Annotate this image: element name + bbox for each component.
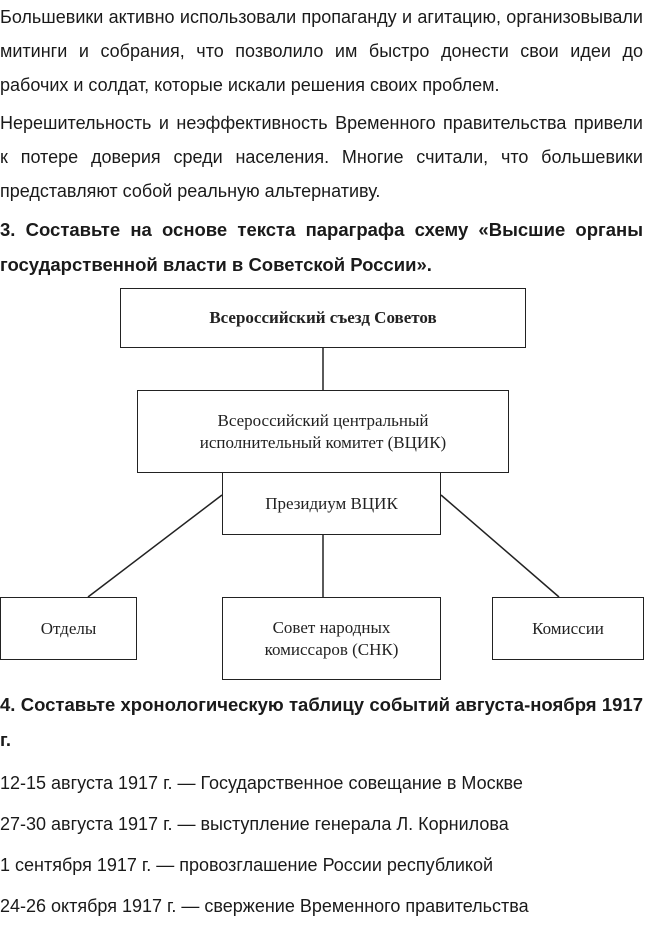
box-congress-of-soviets: Всероссийский съезд Советов bbox=[120, 288, 526, 348]
government-scheme-diagram: Всероссийский съезд Советов Всероссийски… bbox=[0, 288, 645, 683]
event-item: 24-26 октября 1917 г. — свержение Времен… bbox=[0, 896, 529, 916]
box-commissions: Комиссии bbox=[492, 597, 644, 660]
task-4-heading: 4. Составьте хронологическую таблицу соб… bbox=[0, 694, 643, 750]
connector-presidium-departments bbox=[87, 494, 223, 598]
connector-presidium-commissions bbox=[440, 494, 560, 598]
paragraph-provisional-government: Нерешительность и неэффективность Времен… bbox=[0, 113, 643, 201]
events-list: 12-15 августа 1917 г. — Государственное … bbox=[0, 763, 643, 927]
box-presidium: Президиум ВЦИК bbox=[222, 472, 441, 535]
diagram-connectors bbox=[87, 348, 560, 598]
task-3-heading: 3. Составьте на основе текста параграфа … bbox=[0, 219, 643, 275]
event-item: 27-30 августа 1917 г. — выступление гене… bbox=[0, 814, 509, 834]
event-item: 1 сентября 1917 г. — провозглашение Росс… bbox=[0, 855, 494, 875]
box-vtsik: Всероссийский центральный исполнительный… bbox=[137, 390, 509, 473]
box-departments: Отделы bbox=[0, 597, 137, 660]
event-item: 12-15 августа 1917 г. — Государственное … bbox=[0, 773, 523, 793]
box-snk: Совет народных комиссаров (СНК) bbox=[222, 597, 441, 680]
paragraph-bolsheviks-propaganda: Большевики активно использовали пропаган… bbox=[0, 7, 643, 95]
